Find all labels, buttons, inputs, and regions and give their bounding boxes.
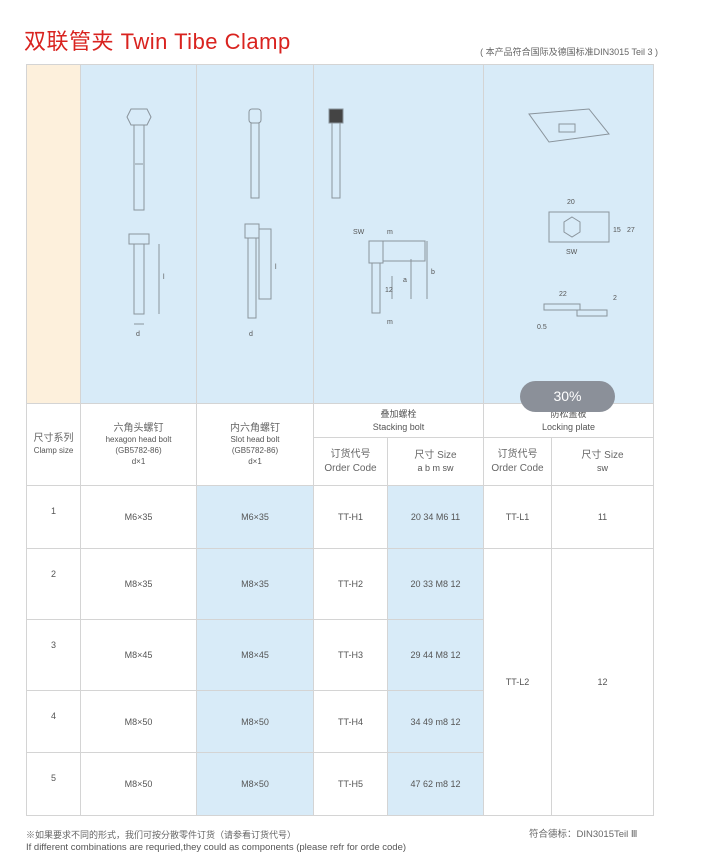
stack-size: 47 62 m8 12	[387, 752, 484, 816]
svg-text:d: d	[136, 331, 140, 338]
footer-standard: 符合德标：DIN3015Teil Ⅲ	[529, 829, 638, 840]
svg-text:27: 27	[627, 227, 635, 234]
stacking-bolt-drawing: SW m b a 12 m	[313, 64, 484, 404]
stack-order-code: TT-H1	[313, 485, 388, 549]
svg-text:20: 20	[567, 199, 575, 206]
svg-text:2: 2	[613, 295, 617, 302]
hex-bolt-value: M6×35	[80, 485, 197, 549]
stack-order-code: TT-H5	[313, 752, 388, 816]
svg-text:12: 12	[385, 287, 393, 294]
hex-bolt-value: M8×35	[80, 548, 197, 620]
clamp-size: 3	[26, 619, 81, 691]
slot-bolt-value: M8×50	[196, 690, 314, 753]
clamp-size: 4	[26, 690, 81, 753]
table-row: 2 M8×35 M8×35 TT-H2 20 33 M8 12 TT-L2 12	[26, 548, 654, 816]
stack-order-code: TT-H4	[313, 690, 388, 753]
table-row: 1 M6×35 M6×35 TT-H1 20 34 M6 11 TT-L1 11	[26, 485, 654, 549]
svg-text:d: d	[249, 331, 253, 338]
stack-size: 29 44 M8 12	[387, 619, 484, 691]
stack-order-code: TT-H2	[313, 548, 388, 620]
lock-sw: 11	[551, 485, 654, 549]
slot-bolt-value: M8×45	[196, 619, 314, 691]
footer-note-en: If different combinations are requried,t…	[26, 842, 407, 853]
standard-note: ( 本产品符合国际及德国标准DIN3015 Teil 3 )	[480, 47, 658, 57]
svg-text:l: l	[163, 274, 165, 281]
hex-bolt-value: M8×50	[80, 752, 197, 816]
footer-note-zh: ※如果要求不同的形式，我们可按分散零件订货（请参看订货代号）	[26, 830, 297, 840]
slot-bolt-value: M6×35	[196, 485, 314, 549]
page-title: 双联管夹 Twin Tibe Clamp	[24, 29, 291, 54]
stack-order-code: TT-H3	[313, 619, 388, 691]
svg-text:b: b	[431, 269, 435, 276]
lock-sw: 12	[551, 548, 654, 816]
svg-text:m: m	[387, 229, 393, 236]
svg-text:0.5: 0.5	[537, 324, 547, 331]
svg-text:l: l	[275, 264, 277, 271]
hex-bolt-value: M8×45	[80, 619, 197, 691]
slot-bolt-value: M8×50	[196, 752, 314, 816]
svg-text:SW: SW	[353, 229, 365, 236]
hex-bolt-value: M8×50	[80, 690, 197, 753]
clamp-size: 2	[26, 548, 81, 620]
svg-text:a: a	[403, 277, 407, 284]
slot-bolt-value: M8×35	[196, 548, 314, 620]
table-row: 3 M8×45 M8×45 TT-H3 29 44 M8 12	[26, 619, 654, 691]
stack-size: 20 33 M8 12	[387, 548, 484, 620]
svg-text:SW: SW	[566, 249, 578, 256]
zoom-level-badge: 30%	[520, 381, 615, 412]
lock-order-code: TT-L1	[483, 485, 552, 549]
stack-size: 34 49 m8 12	[387, 690, 484, 753]
clamp-size: 5	[26, 752, 81, 816]
clamp-size: 1	[26, 485, 81, 549]
table-row: 5 M8×50 M8×50 TT-H5 47 62 m8 12	[26, 752, 654, 816]
svg-text:15: 15	[613, 227, 621, 234]
svg-text:m: m	[387, 319, 393, 326]
blank-cell	[26, 64, 81, 404]
lock-order-code: TT-L2	[483, 548, 552, 816]
stack-size: 20 34 M6 11	[387, 485, 484, 549]
svg-text:22: 22	[559, 291, 567, 298]
